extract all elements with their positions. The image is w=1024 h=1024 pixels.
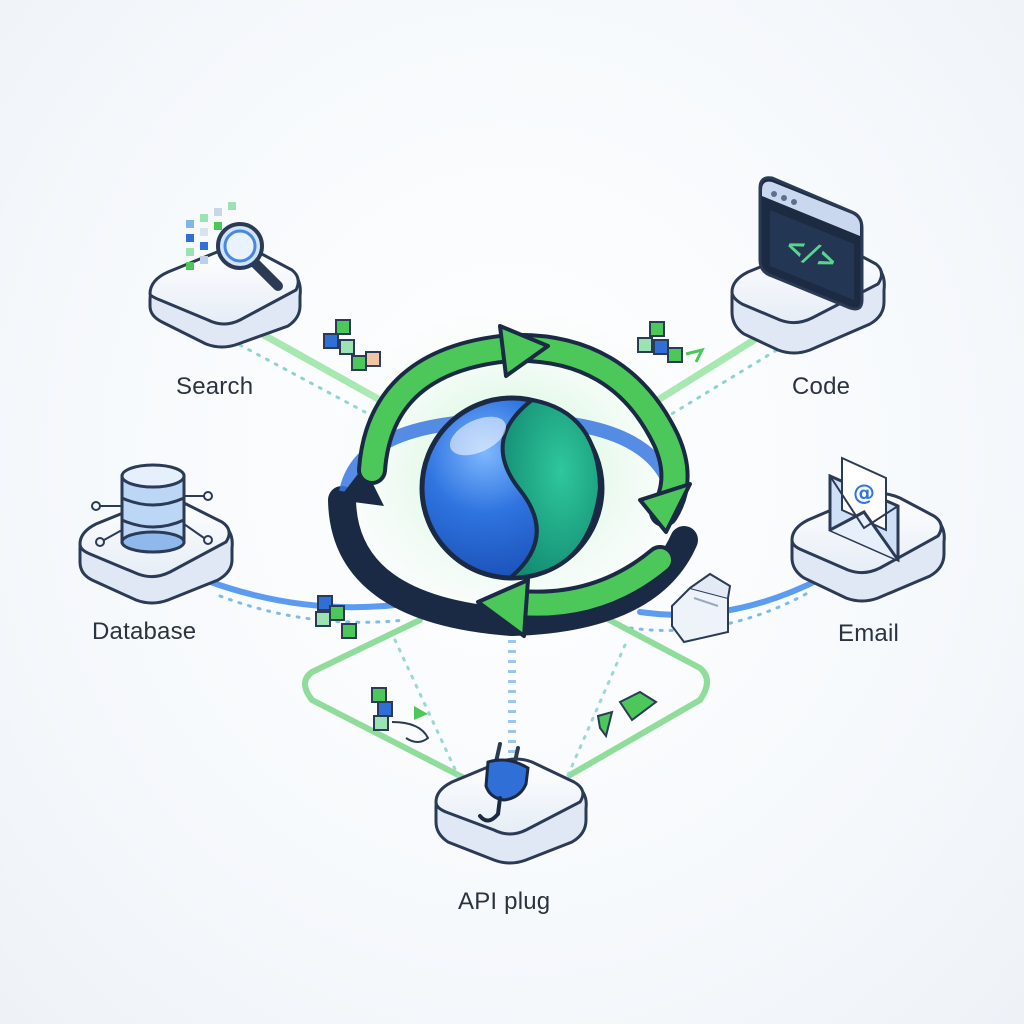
connector-api-loop — [302, 612, 710, 783]
api-node[interactable] — [434, 742, 588, 865]
database-node[interactable] — [78, 463, 234, 605]
data-bars-icon — [186, 202, 236, 270]
blocks-icon-database — [315, 595, 357, 639]
connector-search-dots — [238, 343, 367, 414]
svg-text:@: @ — [853, 481, 875, 506]
magnifier-icon — [216, 222, 283, 291]
blocks-icon-code — [637, 321, 705, 363]
email-label: Email — [838, 620, 900, 647]
connector-database-dots — [218, 594, 407, 624]
connector-api-dots-left — [393, 638, 462, 782]
search-node[interactable] — [148, 202, 302, 349]
connector-email — [637, 575, 825, 618]
email-node[interactable]: @ — [790, 456, 946, 603]
blocks-icon-api — [371, 687, 430, 743]
code-label: Code — [792, 373, 851, 400]
plug-icon — [478, 742, 530, 823]
envelope-icon: @ — [828, 456, 900, 563]
database-label: Database — [92, 618, 197, 645]
api-plug-label: API plug — [458, 888, 551, 915]
forward-arrows-icon — [596, 690, 658, 739]
search-label: Search — [176, 373, 254, 400]
database-icon — [91, 463, 213, 554]
code-node[interactable]: </> — [730, 176, 886, 355]
cycle-globe-icon — [322, 305, 702, 638]
connector-database — [202, 577, 398, 611]
code-window-icon: </> — [758, 176, 864, 311]
mail-box-icon — [671, 572, 732, 644]
connector-code-dots — [663, 343, 787, 420]
